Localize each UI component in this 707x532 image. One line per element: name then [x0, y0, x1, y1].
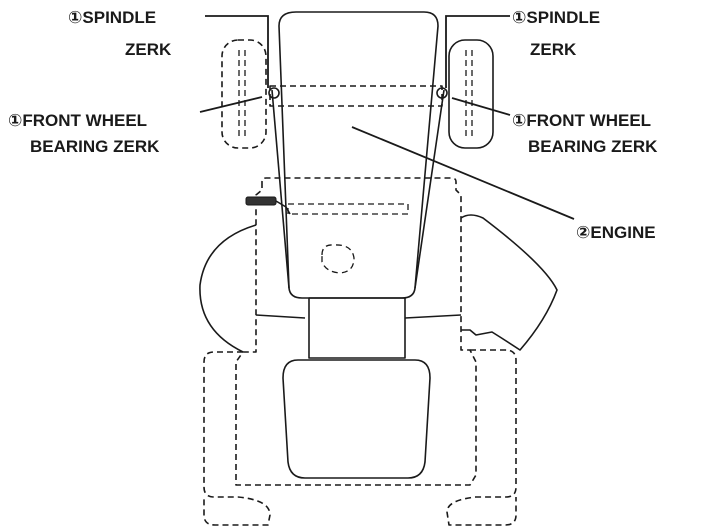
front-axle: [269, 85, 443, 107]
front-wheel-bearing-right-label-line1: ①FRONT WHEEL: [512, 111, 651, 130]
front-wheel-bearing-left-label-line1: ①FRONT WHEEL: [8, 111, 147, 130]
front-wheel-bearing-left-label-line2: BEARING ZERK: [30, 137, 160, 156]
spindle-zerk-right-label-line2: ZERK: [530, 40, 577, 59]
steering-bar: [287, 203, 409, 215]
spindle-zerk-right-label-line1: ①SPINDLE: [512, 8, 600, 27]
spindle-zerk-left-label-line1: ①SPINDLE: [68, 8, 156, 27]
front-left-wheel-tread: [238, 50, 246, 140]
hood-inner-left: [271, 89, 290, 289]
hand-lever-arm: [275, 200, 291, 215]
rear-left-tire: [203, 351, 271, 526]
chassis-outline: [235, 177, 477, 486]
right-side-solid: [404, 314, 462, 319]
steering-column: [308, 297, 406, 359]
fuel-cap: [321, 244, 355, 274]
seat: [282, 359, 431, 479]
front-right-wheel-tread: [465, 50, 473, 140]
rear-right-tire: [446, 349, 517, 526]
right-fender-solid: [460, 214, 558, 351]
front-wheel-bearing-right-label-line2: BEARING ZERK: [528, 137, 658, 156]
spindle-zerk-left-label-line2: ZERK: [125, 40, 172, 59]
right-spindle-zerk-fitting: [436, 87, 448, 99]
hood: [278, 11, 439, 299]
leader-front-bearing-right: [451, 97, 511, 116]
left-side-solid: [255, 314, 306, 319]
leader-front-bearing-left: [199, 96, 263, 113]
left-spindle-zerk-fitting: [268, 87, 280, 99]
hand-lever: [245, 196, 277, 206]
left-fender-solid: [199, 224, 257, 353]
hood-inner-right: [414, 89, 445, 289]
front-left-wheel: [221, 39, 267, 149]
front-right-wheel: [448, 39, 494, 149]
leader-spindle-left: [205, 15, 269, 88]
leader-spindle-right: [445, 15, 510, 88]
leader-engine: [351, 126, 575, 220]
engine-label: ②ENGINE: [576, 223, 656, 242]
